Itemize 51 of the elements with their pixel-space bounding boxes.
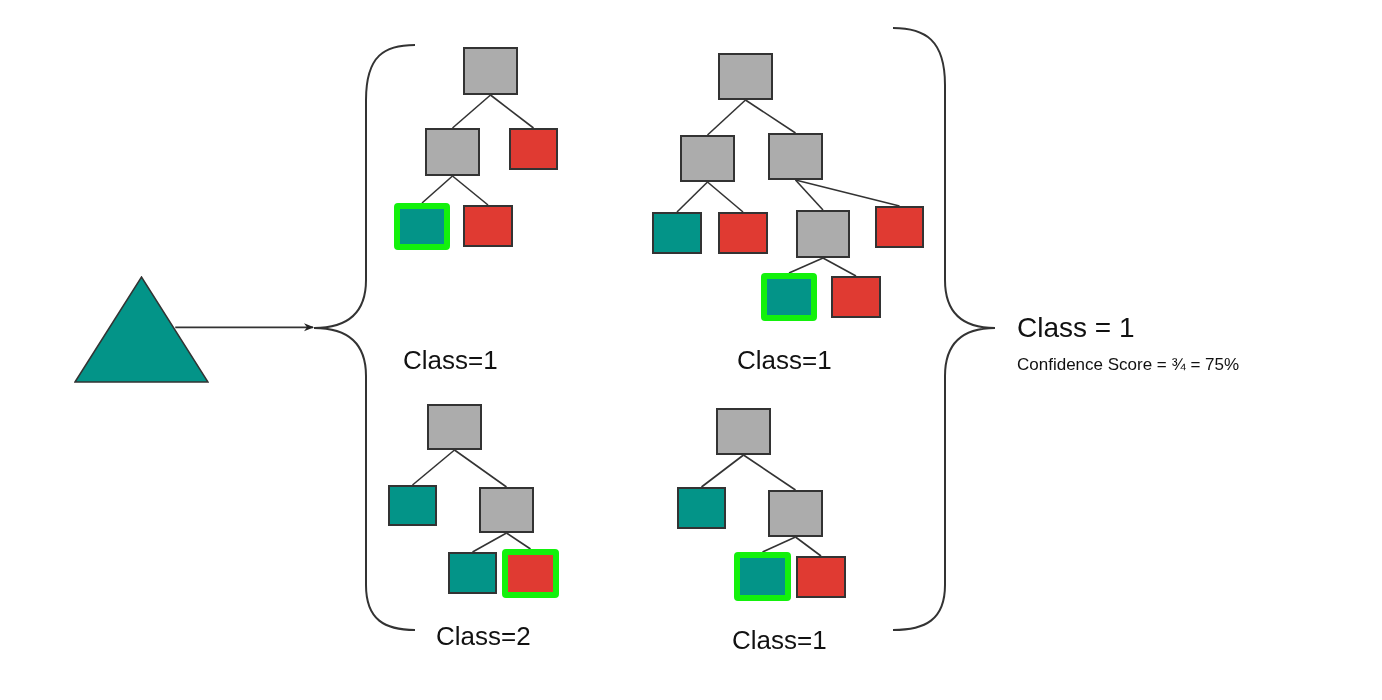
tree-branch-line xyxy=(744,99,797,134)
leaf-box xyxy=(388,485,437,526)
leaf-box xyxy=(652,212,702,254)
leaf-box xyxy=(796,556,846,598)
tree-branch-line xyxy=(761,536,797,553)
tree-branch-line xyxy=(451,175,489,206)
class-label: Class=1 xyxy=(737,345,832,376)
leaf-box xyxy=(463,205,513,247)
tree-branch-line xyxy=(706,99,747,136)
tree-branch-line xyxy=(788,257,824,274)
decision-node-box xyxy=(768,490,823,537)
decision-node-box xyxy=(479,487,534,533)
tree-branch-line xyxy=(706,181,744,213)
leaf-box xyxy=(831,276,881,318)
tree-branch-line xyxy=(411,449,456,486)
highlighted-leaf-box xyxy=(502,549,559,598)
class-result: Class = 1 xyxy=(1017,312,1135,344)
decision-node-box xyxy=(796,210,850,258)
decision-node-box xyxy=(680,135,735,182)
class-label: Class=1 xyxy=(732,625,827,656)
leaf-box xyxy=(509,128,558,170)
highlighted-leaf-box xyxy=(734,552,791,601)
decision-node-box xyxy=(768,133,823,180)
class-label: Class=2 xyxy=(436,621,531,652)
tree-branch-line xyxy=(505,532,532,550)
tree-branch-line xyxy=(700,454,745,488)
tree-branch-line xyxy=(421,175,454,204)
tree-branch-line xyxy=(453,449,508,488)
tree-branch-line xyxy=(471,532,508,553)
decision-node-box xyxy=(718,53,773,100)
arrow xyxy=(174,323,314,332)
decision-node-box xyxy=(427,404,482,450)
class-label: Class=1 xyxy=(403,345,498,376)
tree-branch-line xyxy=(794,179,824,211)
leaf-box xyxy=(677,487,726,529)
decision-node-box xyxy=(716,408,771,455)
highlighted-leaf-box xyxy=(394,203,450,250)
leaf-box xyxy=(448,552,497,594)
decision-node-box xyxy=(463,47,518,95)
triangle-shape xyxy=(74,276,209,383)
tree-branch-line xyxy=(794,536,822,557)
highlighted-leaf-box xyxy=(761,273,817,321)
tree-branch-line xyxy=(742,454,797,491)
tree-branch-line xyxy=(489,94,535,129)
decision-node-box xyxy=(425,128,480,176)
confidence-score: Confidence Score = ¾ = 75% xyxy=(1017,355,1240,375)
tree-branch-line xyxy=(794,179,901,207)
leaf-box xyxy=(718,212,768,254)
tree-branch-line xyxy=(676,181,709,213)
tree-branch-line xyxy=(451,94,492,129)
leaf-box xyxy=(875,206,924,248)
